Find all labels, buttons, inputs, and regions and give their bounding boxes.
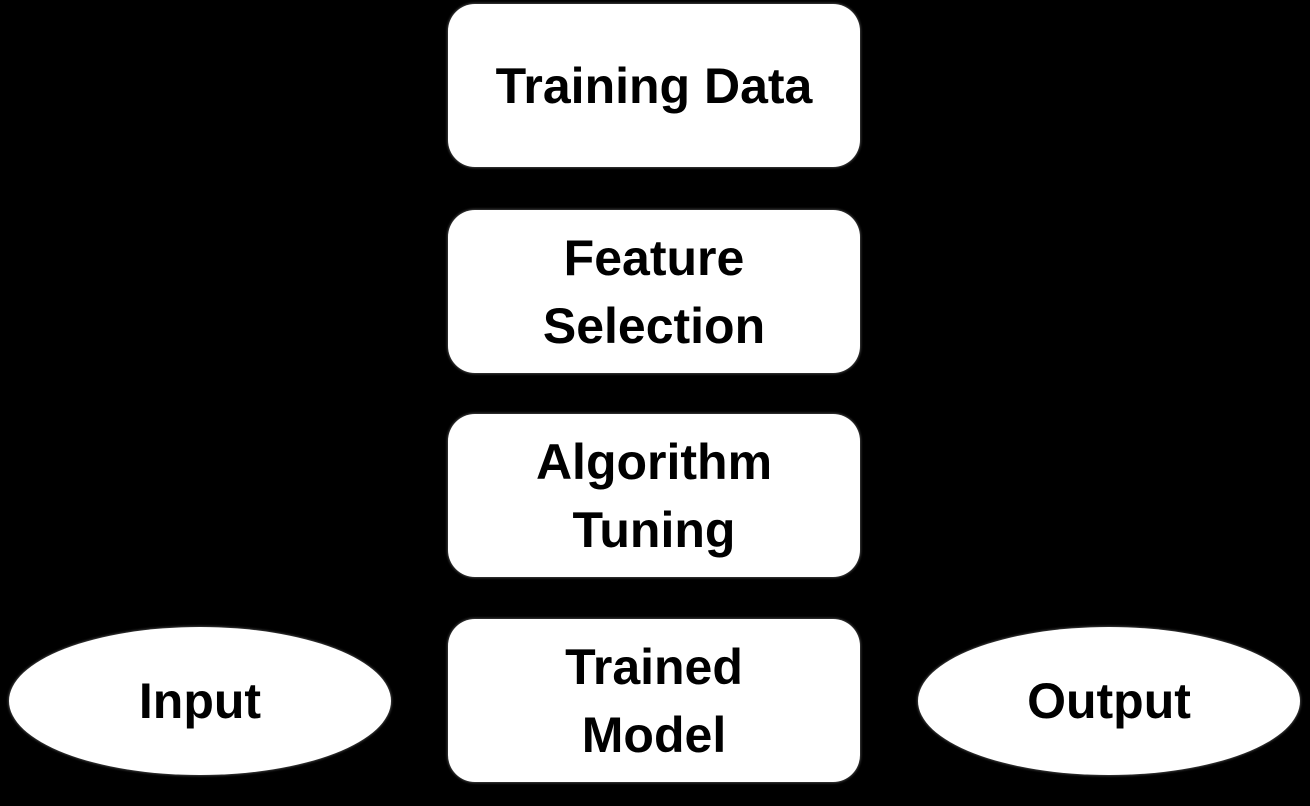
flow-node-feature-selection: Feature Selection: [448, 210, 860, 373]
flow-node-training-data: Training Data: [448, 4, 860, 167]
side-node-output: Output: [918, 627, 1300, 775]
flow-node-algorithm-tuning: Algorithm Tuning: [448, 414, 860, 577]
side-node-input: Input: [9, 627, 391, 775]
flow-node-trained-model: Trained Model: [448, 619, 860, 782]
flow-node-label: Training Data: [495, 57, 813, 114]
side-node-label: Input: [138, 673, 262, 729]
flow-node-label: Trained Model: [565, 638, 743, 763]
flow-node-label: Algorithm Tuning: [535, 433, 773, 558]
side-node-label: Output: [1027, 673, 1191, 729]
flow-node-label: Feature Selection: [542, 229, 766, 354]
